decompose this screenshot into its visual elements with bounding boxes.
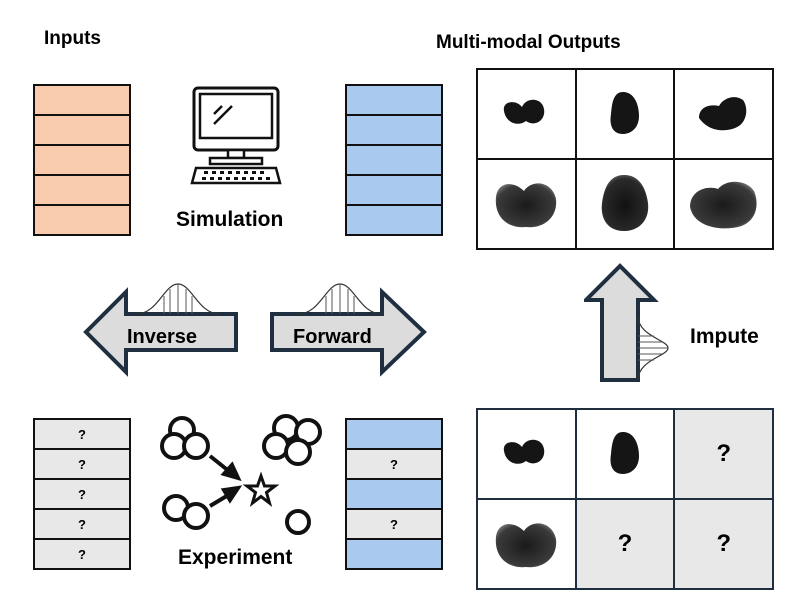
experiment-input-stack: ? ? ? ? ? — [33, 418, 131, 570]
simulation-caption: Simulation — [176, 208, 284, 231]
grid-image — [478, 500, 575, 588]
input-row — [33, 176, 131, 206]
grid-image — [478, 160, 575, 248]
grid-image — [576, 410, 674, 498]
output-row — [345, 146, 443, 176]
computer-icon — [190, 86, 282, 185]
missing-input-row: ? — [33, 450, 131, 480]
grid-image — [675, 70, 772, 158]
inverse-arrow — [83, 283, 238, 377]
missing-output-row: ? — [345, 450, 443, 480]
simulation-output-stack — [345, 84, 443, 236]
experiment-output-stack: ? ? — [345, 418, 443, 570]
outputs-heading: Multi-modal Outputs — [436, 32, 621, 53]
impute-arrow — [584, 263, 669, 382]
missing-input-row: ? — [33, 480, 131, 510]
experiment-image-grid: ? ? ? — [476, 408, 774, 590]
grid-image — [576, 160, 674, 248]
input-row — [33, 116, 131, 146]
missing-output-row: ? — [345, 510, 443, 540]
forward-arrow — [270, 283, 427, 377]
inputs-heading: Inputs — [44, 28, 101, 49]
grid-image — [478, 410, 575, 498]
experiment-caption: Experiment — [178, 546, 293, 569]
grid-image — [478, 70, 575, 158]
input-row — [33, 86, 131, 116]
particle-collision-icon — [160, 414, 322, 535]
grid-image — [576, 70, 674, 158]
output-row — [345, 480, 443, 510]
output-row — [345, 86, 443, 116]
output-row — [345, 116, 443, 146]
missing-image-cell: ? — [576, 500, 674, 588]
grid-image — [675, 160, 772, 248]
simulation-image-grid — [476, 68, 774, 250]
input-row — [33, 146, 131, 176]
missing-input-row: ? — [33, 420, 131, 450]
simulation-input-stack — [33, 84, 131, 236]
impute-caption: Impute — [690, 325, 759, 348]
missing-image-cell: ? — [675, 410, 772, 498]
output-row — [345, 206, 443, 236]
missing-input-row: ? — [33, 510, 131, 540]
inverse-label: Inverse — [127, 326, 198, 348]
forward-label: Forward — [293, 326, 372, 348]
missing-image-cell: ? — [675, 500, 772, 588]
input-row — [33, 206, 131, 236]
missing-input-row: ? — [33, 540, 131, 570]
output-row — [345, 540, 443, 570]
output-row — [345, 420, 443, 450]
output-row — [345, 176, 443, 206]
